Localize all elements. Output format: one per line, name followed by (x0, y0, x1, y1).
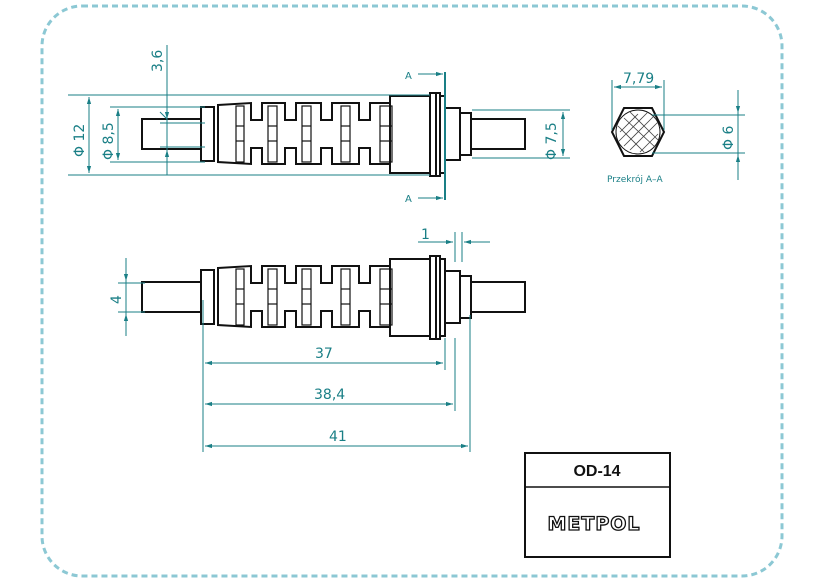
side-view-dimensions: 1 4 37 38,4 41 (109, 227, 490, 452)
collar (200, 269, 215, 325)
dim-length-38-4: 38,4 (314, 387, 345, 403)
grip-window (301, 268, 312, 326)
grip-window (235, 105, 245, 163)
grip-window (379, 268, 393, 326)
washer (459, 112, 472, 156)
dim-diameter-8-5: Φ 8,5 (101, 122, 117, 160)
body-sleeve (389, 95, 431, 174)
connector-side-view (141, 255, 526, 340)
body-sleeve (389, 258, 431, 337)
nut (444, 107, 461, 161)
left-pin (141, 281, 205, 313)
grip-window (267, 105, 278, 163)
dim-flange-1: 1 (421, 227, 430, 243)
collar (200, 106, 215, 162)
connector-top-view (141, 92, 526, 177)
section-a-a: 7,79 Φ 6 Przekrój A–A (607, 71, 745, 185)
dim-length-41: 41 (329, 429, 347, 445)
dim-offset-3-6: 3,6 (150, 50, 166, 72)
dim-hex-7-79: 7,79 (623, 71, 654, 87)
dim-pin-4: 4 (109, 295, 125, 304)
dim-diameter-6: Φ 6 (721, 126, 737, 150)
section-mark-a-top: A (405, 71, 412, 82)
grip-window (340, 268, 351, 326)
section-mark-a-bottom: A (405, 194, 412, 205)
grip-window (235, 268, 245, 326)
grip-window (301, 105, 312, 163)
grip-window (379, 105, 393, 163)
sheet-border (40, 4, 784, 578)
part-number: OD-14 (573, 463, 620, 480)
dim-diameter-7-5: Φ 7,5 (544, 122, 560, 160)
grip-window (340, 105, 351, 163)
grip-window (267, 268, 278, 326)
nut (444, 270, 461, 324)
dim-length-37: 37 (315, 346, 333, 362)
company-logo: METPOL (547, 513, 640, 535)
section-label: Przekrój A–A (607, 174, 663, 185)
right-pin (470, 281, 526, 313)
dim-diameter-12: Φ 12 (72, 124, 88, 157)
right-pin (470, 118, 526, 150)
washer (459, 275, 472, 319)
top-view-dimensions: Φ 12 Φ 8,5 3,6 Φ 7,5 A A (68, 45, 570, 205)
title-block: OD-14 METPOL (524, 452, 671, 558)
